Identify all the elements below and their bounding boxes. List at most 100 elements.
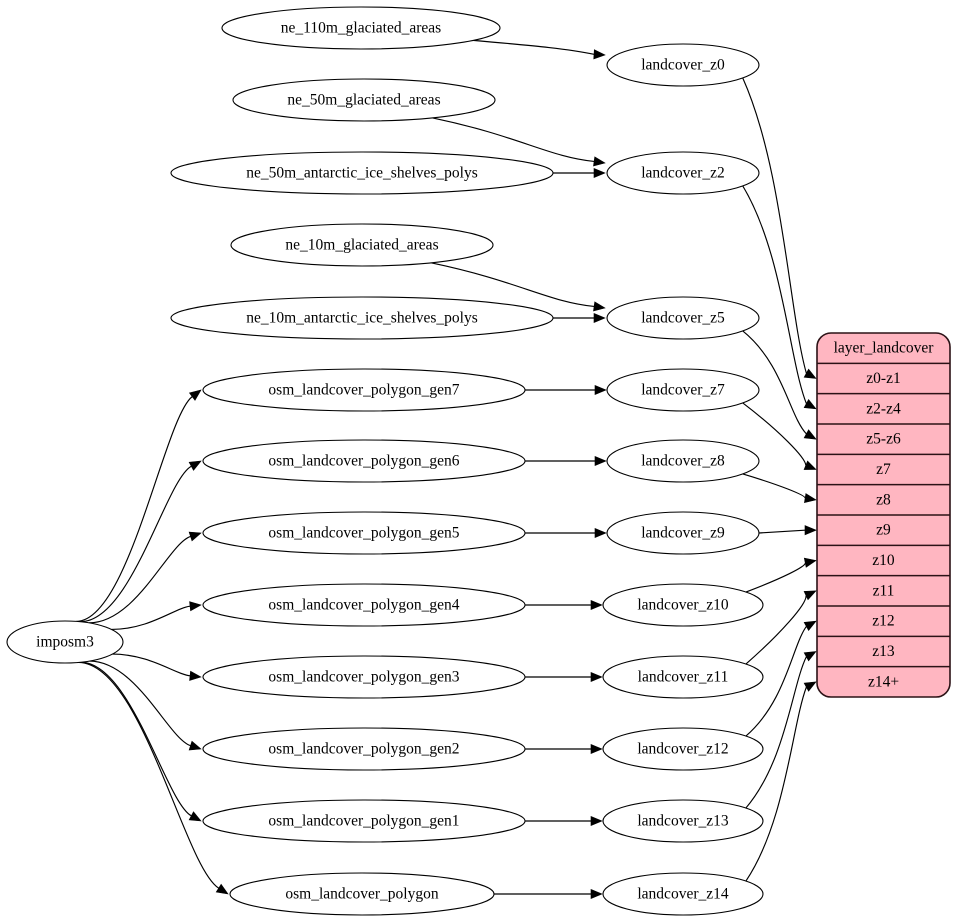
node-imposm3[interactable]: imposm3 xyxy=(6,620,124,664)
arrowhead-landcover_z7-to-table-row-3 xyxy=(803,460,817,470)
node-label-ne_50m_antarctic_ice_shelves_polys: ne_50m_antarctic_ice_shelves_polys xyxy=(246,165,478,182)
edge-imposm3-to-osm_landcover_polygon_gen4 xyxy=(111,605,191,631)
nodes-layer: imposm3 ne_110m_glaciated_areas ne_50m_gla… xyxy=(6,6,764,916)
table-row-label-z7: z7 xyxy=(876,461,891,478)
node-ne_50m_glaciated_areas[interactable]: ne_50m_glaciated_areas xyxy=(232,78,496,122)
node-ne_10m_antarctic_ice_shelves_polys[interactable]: ne_10m_antarctic_ice_shelves_polys xyxy=(170,296,554,340)
node-osm_landcover_polygon_gen2[interactable]: osm_landcover_polygon_gen2 xyxy=(202,727,526,771)
node-shape-landcover_z0 xyxy=(606,43,760,87)
node-osm_landcover_polygon_gen1[interactable]: osm_landcover_polygon_gen1 xyxy=(202,799,526,843)
edge-landcover_z0-to-table-row-0 xyxy=(742,77,807,374)
node-osm_landcover_polygon[interactable]: osm_landcover_polygon xyxy=(229,872,495,916)
node-osm_landcover_polygon_gen7[interactable]: osm_landcover_polygon_gen7 xyxy=(202,368,526,412)
node-osm_landcover_polygon_gen3[interactable]: osm_landcover_polygon_gen3 xyxy=(202,655,526,699)
node-ne_110m_glaciated_areas[interactable]: ne_110m_glaciated_areas xyxy=(221,6,501,50)
table-row-label-z9: z9 xyxy=(876,522,891,539)
node-label-landcover_z10: landcover_z10 xyxy=(637,597,728,614)
arrowhead-landcover_z8-to-table-row-4 xyxy=(804,493,817,504)
node-landcover_z12[interactable]: landcover_z12 xyxy=(602,727,764,771)
arrowhead-osm_landcover_polygon_gen2-to-landcover_z12 xyxy=(590,743,603,755)
arrowhead-imposm3-to-osm_landcover_polygon_gen6 xyxy=(188,460,202,471)
node-shape-osm_landcover_polygon_gen6 xyxy=(202,439,526,483)
node-landcover_z13[interactable]: landcover_z13 xyxy=(602,799,764,843)
table-row-label-z8: z8 xyxy=(876,491,891,508)
node-label-landcover_z12: landcover_z12 xyxy=(637,741,728,758)
node-shape-landcover_z14 xyxy=(602,872,764,916)
layer-landcover-table: layer_landcoverz0-z1z2-z4z5-z6z7z8z9z10z… xyxy=(816,332,951,698)
arrowhead-osm_landcover_polygon_gen6-to-landcover_z8 xyxy=(594,455,607,467)
node-shape-ne_110m_glaciated_areas xyxy=(221,6,501,50)
node-shape-landcover_z10 xyxy=(602,583,764,627)
node-label-landcover_z2: landcover_z2 xyxy=(641,165,725,182)
node-label-landcover_z7: landcover_z7 xyxy=(641,382,725,399)
node-landcover_z0[interactable]: landcover_z0 xyxy=(606,43,760,87)
node-label-ne_10m_glaciated_areas: ne_10m_glaciated_areas xyxy=(285,237,438,254)
node-ne_50m_antarctic_ice_shelves_polys[interactable]: ne_50m_antarctic_ice_shelves_polys xyxy=(170,151,554,195)
node-osm_landcover_polygon_gen6[interactable]: osm_landcover_polygon_gen6 xyxy=(202,439,526,483)
edge-landcover_z2-to-table-row-1 xyxy=(742,185,807,404)
arrowhead-landcover_z10-to-table-row-6 xyxy=(803,557,817,568)
node-label-imposm3: imposm3 xyxy=(36,634,94,651)
node-shape-ne_10m_antarctic_ice_shelves_polys xyxy=(170,296,554,340)
node-shape-landcover_z9 xyxy=(606,511,760,555)
node-label-landcover_z13: landcover_z13 xyxy=(637,813,728,830)
node-shape-osm_landcover_polygon_gen1 xyxy=(202,799,526,843)
node-shape-landcover_z5 xyxy=(606,296,760,340)
node-landcover_z7[interactable]: landcover_z7 xyxy=(606,368,760,412)
node-label-ne_110m_glaciated_areas: ne_110m_glaciated_areas xyxy=(281,20,441,37)
node-landcover_z2[interactable]: landcover_z2 xyxy=(606,151,760,195)
node-shape-imposm3 xyxy=(6,620,124,664)
edge-ne_110m_glaciated_areas-to-landcover_z0 xyxy=(473,39,595,55)
edge-landcover_z7-to-table-row-3 xyxy=(742,402,807,466)
arrowhead-imposm3-to-osm_landcover_polygon_gen4 xyxy=(189,601,202,612)
edge-imposm3-to-osm_landcover_polygon xyxy=(78,661,219,889)
edge-landcover_z8-to-table-row-4 xyxy=(742,473,806,499)
node-label-osm_landcover_polygon_gen1: osm_landcover_polygon_gen1 xyxy=(268,813,459,830)
arrowhead-landcover_z13-to-table-row-9 xyxy=(803,651,817,662)
edges-layer xyxy=(76,39,817,900)
node-shape-osm_landcover_polygon_gen7 xyxy=(202,368,526,412)
node-label-landcover_z9: landcover_z9 xyxy=(641,525,725,542)
node-landcover_z14[interactable]: landcover_z14 xyxy=(602,872,764,916)
edge-landcover_z11-to-table-row-7 xyxy=(745,595,807,665)
arrowhead-imposm3-to-osm_landcover_polygon_gen5 xyxy=(188,531,202,542)
edge-landcover_z13-to-table-row-9 xyxy=(745,656,807,809)
node-label-osm_landcover_polygon_gen3: osm_landcover_polygon_gen3 xyxy=(268,669,459,686)
node-label-osm_landcover_polygon: osm_landcover_polygon xyxy=(285,886,439,903)
node-label-landcover_z11: landcover_z11 xyxy=(638,669,729,686)
arrowhead-landcover_z14-to-table-row-10 xyxy=(803,681,817,692)
node-label-osm_landcover_polygon_gen2: osm_landcover_polygon_gen2 xyxy=(268,741,459,758)
node-landcover_z9[interactable]: landcover_z9 xyxy=(606,511,760,555)
edge-landcover_z10-to-table-row-6 xyxy=(745,562,806,593)
arrowhead-osm_landcover_polygon_gen5-to-landcover_z9 xyxy=(594,527,607,539)
table-header-label: layer_landcover xyxy=(834,340,935,357)
node-ne_10m_glaciated_areas[interactable]: ne_10m_glaciated_areas xyxy=(230,223,494,267)
node-shape-ne_50m_antarctic_ice_shelves_polys xyxy=(170,151,554,195)
arrowhead-landcover_z9-to-table-row-5 xyxy=(804,525,817,536)
node-osm_landcover_polygon_gen4[interactable]: osm_landcover_polygon_gen4 xyxy=(202,583,526,627)
node-landcover_z5[interactable]: landcover_z5 xyxy=(606,296,760,340)
node-shape-landcover_z2 xyxy=(606,151,760,195)
node-landcover_z10[interactable]: landcover_z10 xyxy=(602,583,764,627)
node-label-landcover_z14: landcover_z14 xyxy=(637,886,728,903)
node-osm_landcover_polygon_gen5[interactable]: osm_landcover_polygon_gen5 xyxy=(202,511,526,555)
edge-imposm3-to-osm_landcover_polygon_gen5 xyxy=(89,535,191,624)
table-layer_landcover[interactable]: layer_landcoverz0-z1z2-z4z5-z6z7z8z9z10z… xyxy=(816,332,951,698)
table-row-label-z5-z6: z5-z6 xyxy=(866,431,901,448)
node-landcover_z8[interactable]: landcover_z8 xyxy=(606,439,760,483)
node-shape-landcover_z11 xyxy=(602,655,764,699)
node-label-osm_landcover_polygon_gen5: osm_landcover_polygon_gen5 xyxy=(268,525,459,542)
edge-landcover_z14-to-table-row-10 xyxy=(745,686,807,882)
node-shape-landcover_z12 xyxy=(602,727,764,771)
arrowhead-imposm3-to-osm_landcover_polygon_gen3 xyxy=(189,670,202,681)
arrowhead-osm_landcover_polygon_gen1-to-landcover_z13 xyxy=(590,815,603,827)
node-shape-landcover_z7 xyxy=(606,368,760,412)
node-shape-osm_landcover_polygon_gen3 xyxy=(202,655,526,699)
edge-imposm3-to-osm_landcover_polygon_gen2 xyxy=(89,660,191,747)
node-landcover_z11[interactable]: landcover_z11 xyxy=(602,655,764,699)
edge-landcover_z5-to-table-row-2 xyxy=(742,330,807,435)
arrowhead-imposm3-to-osm_landcover_polygon_gen2 xyxy=(188,740,202,751)
node-shape-ne_50m_glaciated_areas xyxy=(232,78,496,122)
